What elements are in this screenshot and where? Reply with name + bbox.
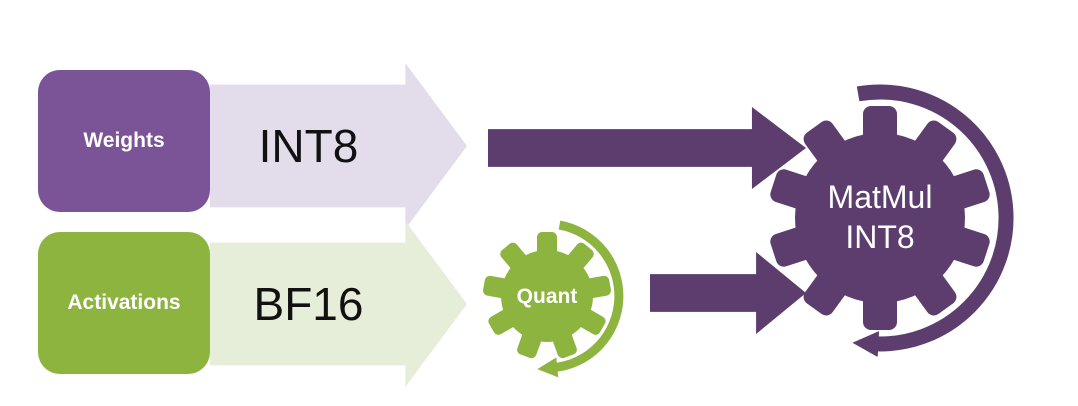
- matmul-cycle-arrow-icon: [852, 84, 1014, 358]
- bf16-format-label: BF16: [253, 278, 364, 330]
- weights-box: Weights: [38, 70, 210, 212]
- matmul-label-line2: INT8: [845, 219, 914, 255]
- quant-label: Quant: [517, 285, 578, 308]
- matmul-gear-icon: [770, 106, 990, 330]
- quant-gear: Quant: [483, 220, 624, 378]
- bf16-block-arrow: BF16: [210, 221, 467, 387]
- int8-block-arrow: INT8: [210, 63, 467, 229]
- matmul-label-line1: MatMul: [828, 179, 933, 215]
- quant-gear-icon: [483, 232, 611, 359]
- matmul-gear: MatMul INT8: [770, 84, 1014, 358]
- weights-label: Weights: [83, 129, 165, 152]
- activations-box: Activations: [38, 232, 210, 374]
- int8-format-label: INT8: [258, 120, 359, 172]
- quant-cycle-arrow-icon: [537, 220, 624, 378]
- activations-label: Activations: [67, 291, 181, 314]
